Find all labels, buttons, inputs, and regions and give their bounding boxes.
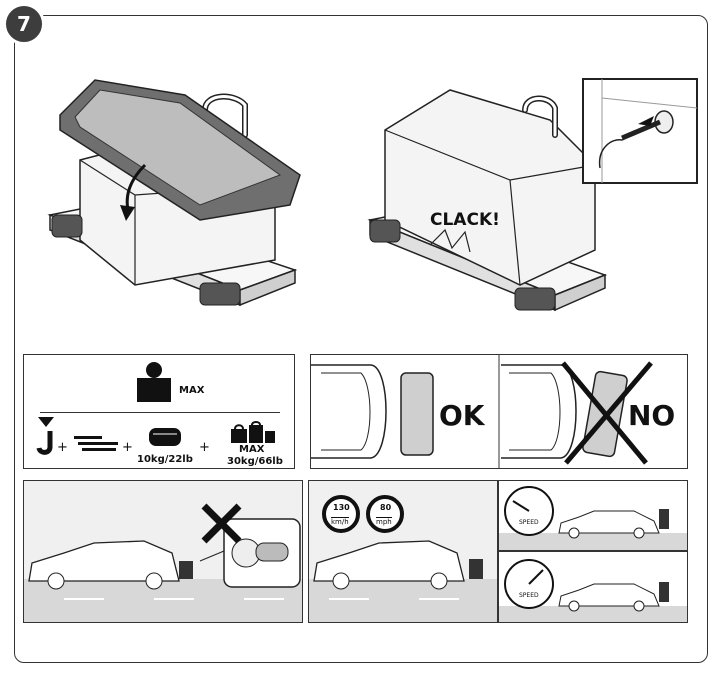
plus-2: + (122, 440, 133, 455)
lock-key-inset (582, 78, 698, 184)
closing-lid-illustration (47, 79, 301, 307)
gauge-label-1: SPEED (519, 519, 539, 526)
step-frame (14, 15, 708, 663)
key-icon (621, 119, 661, 141)
case-weight: 10kg/22lb (137, 454, 193, 465)
clack-illustration (367, 89, 608, 312)
key-removed-panel (23, 480, 303, 623)
bags-weight: 30kg/66lb (227, 456, 283, 467)
sign-mph-value: 80 (380, 503, 392, 512)
weight-icon (137, 362, 171, 402)
divider (40, 412, 280, 413)
speed-limit-panel: 130 km/h 80 mph (308, 480, 498, 623)
sign-kmh-unit: km/h (331, 517, 349, 526)
clack-label: CLACK! (430, 210, 500, 230)
straps-icon (74, 436, 118, 451)
tow-hook-icon (36, 417, 54, 455)
speed-gauge-panel-2: SPEED (498, 551, 688, 623)
bags-icon (231, 421, 275, 443)
plus-1: + (57, 440, 68, 455)
load-limits-panel: MAX + + 10kg/22lb + MAX 30kg/66lb (23, 354, 295, 469)
placement-panel: OK NO (310, 354, 688, 469)
sign-kmh-value: 130 (333, 503, 350, 512)
no-label: NO (628, 399, 676, 432)
plus-3: + (199, 440, 210, 455)
cross-icon (561, 361, 648, 465)
arrow-icon (120, 205, 135, 221)
sign-mph-unit: mph (376, 517, 392, 526)
max-label: MAX (179, 385, 205, 396)
ok-label: OK (439, 399, 485, 432)
bags-max-label: MAX (239, 444, 265, 455)
speed-gauge-panel-1: SPEED (498, 480, 688, 551)
step-badge: 7 (3, 3, 45, 45)
case-icon (149, 428, 181, 446)
gauge-label-2: SPEED (519, 592, 539, 599)
ok-box (400, 372, 434, 456)
